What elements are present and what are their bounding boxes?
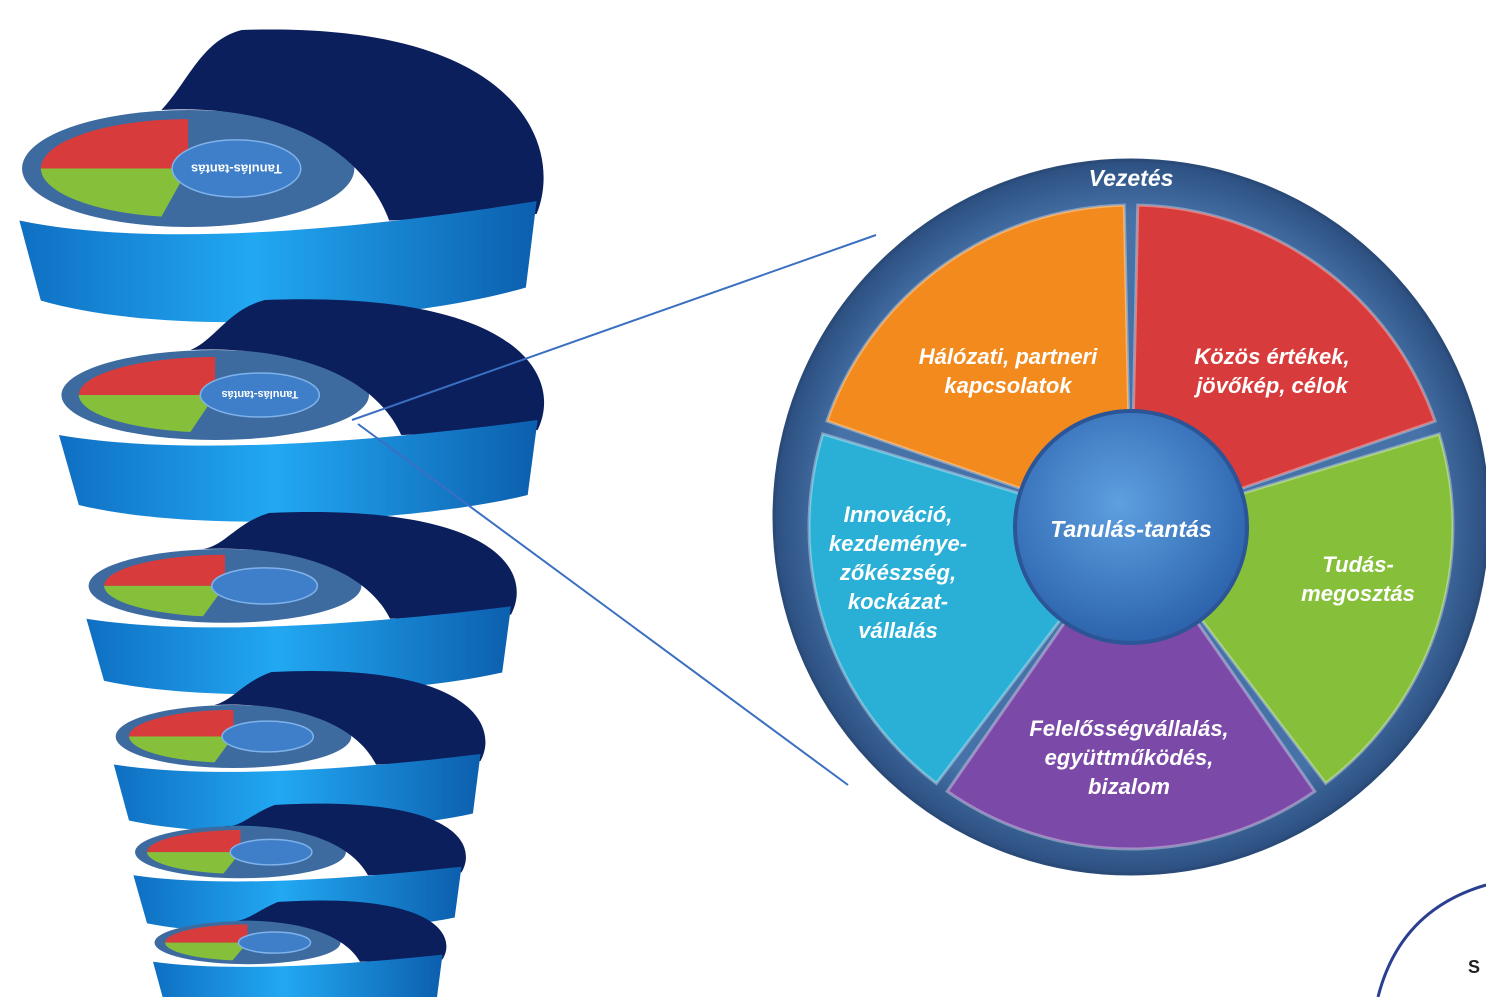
- mini-wheel-green: [40, 168, 189, 217]
- corner-glyph: S: [1468, 957, 1480, 977]
- ring-label: Vezetés: [1089, 165, 1174, 191]
- segment-label-line: kapcsolatok: [944, 373, 1073, 398]
- segment-label-5: Hálózati, partneri kapcsolatok: [919, 344, 1098, 398]
- mini-wheel-red: [78, 357, 216, 395]
- wheel-segment-3: [945, 533, 1317, 851]
- mini-wheel-green: [165, 942, 248, 961]
- segment-label-line: bizalom: [1088, 774, 1170, 799]
- mini-wheel-red: [165, 924, 248, 943]
- mini-center-label: Tanulás-tantás: [191, 162, 282, 177]
- ribbon-back-face: [223, 803, 466, 876]
- segment-label-line: kockázat-: [848, 589, 948, 614]
- segment-label-2: Tudás-megosztás: [1301, 552, 1415, 606]
- ribbon-front-band: [19, 201, 537, 323]
- corner-arc-fragment: [1376, 883, 1486, 997]
- mini-wheel-center: [199, 372, 321, 418]
- mini-wheel-center: [221, 720, 315, 753]
- zoom-connector-lines: [351, 234, 877, 786]
- segment-label-line: vállalás: [858, 618, 938, 643]
- mini-wheel-green: [147, 852, 241, 874]
- mini-center-label: Tanulás-tantás: [221, 388, 298, 400]
- connector-line-bottom: [357, 423, 849, 786]
- segment-label-line: Hálózati, partneri: [919, 344, 1098, 369]
- mini-wheel-red: [103, 554, 225, 586]
- mini-wheel-green: [129, 736, 234, 763]
- mini-wheel-center: [211, 567, 319, 605]
- ribbon-front-band: [153, 954, 443, 997]
- segment-label-4: Innováció, kezdeménye-zőkészség, kockázat-…: [829, 502, 967, 643]
- ribbon-back-face: [203, 512, 517, 619]
- spiral-turn-5: [133, 803, 466, 933]
- values-wheel: Vezetés Tanulás-tantás Közös értékek, jöv…: [772, 158, 1486, 876]
- segment-label-line: jövőkép, célok: [1193, 373, 1349, 398]
- wheel-center-circle: [1013, 409, 1249, 645]
- ribbon-back-face: [190, 299, 545, 435]
- mini-wheel-red: [40, 119, 189, 169]
- segment-label-line: együttműködés,: [1045, 745, 1214, 770]
- center-label: Tanulás-tantás: [1050, 516, 1211, 542]
- mini-wheel-center: [171, 139, 302, 198]
- mini-wheel-center: [229, 838, 313, 866]
- segment-label-line: megosztás: [1301, 581, 1415, 606]
- spiral-turn-2: Tanulás-tantás: [58, 299, 545, 522]
- segment-label-line: kezdeménye-: [829, 531, 967, 556]
- ribbon-back-face: [232, 900, 447, 962]
- ribbon-back-face: [214, 670, 486, 765]
- mini-wheel-green: [104, 585, 225, 617]
- ribbon-front-band: [58, 420, 538, 522]
- segment-label-1: Közös értékek, jövőkép, célok: [1193, 344, 1349, 398]
- mini-wheel-red: [147, 830, 241, 853]
- mini-wheel-center: [237, 931, 312, 954]
- segment-label-line: Közös értékek,: [1194, 344, 1349, 369]
- mini-wheel-green: [78, 395, 216, 432]
- connector-line-top: [351, 234, 877, 421]
- segment-label-3: Felelősségvállalás, együttműködés, bizalom: [1029, 716, 1228, 799]
- segment-label-line: Felelősségvállalás,: [1029, 716, 1228, 741]
- segment-label-line: zőkészség,: [839, 560, 956, 585]
- segment-label-line: Tudás-: [1322, 552, 1394, 577]
- segment-label-line: Innováció,: [844, 502, 953, 527]
- ribbon-back-face: [161, 29, 544, 221]
- mini-wheel-red: [129, 709, 234, 737]
- segment-labels: Közös értékek, jövőkép, célokTudás-megosz…: [829, 344, 1415, 799]
- spiral-turn-3: [86, 512, 517, 695]
- ribbon-front-band: [86, 606, 512, 695]
- spiral-turn-1: Tanulás-tantás: [19, 29, 544, 323]
- spiral-turn-6: [153, 900, 447, 997]
